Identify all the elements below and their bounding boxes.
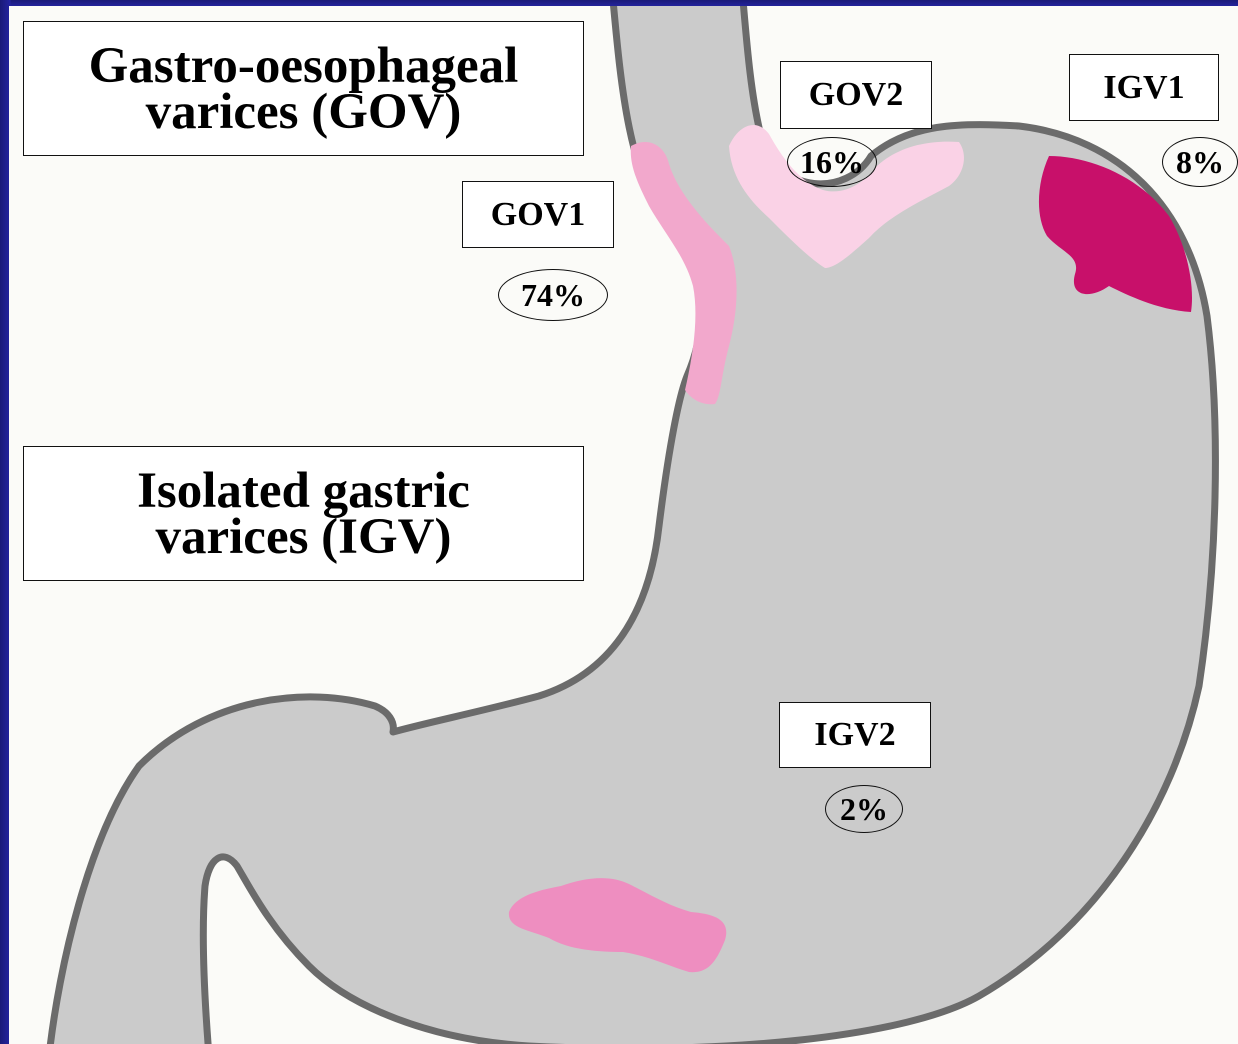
gov-heading-line2: varices (GOV)	[24, 89, 583, 135]
gov-heading-line1: Gastro-oesophageal	[24, 43, 583, 89]
igv-heading-box: Isolated gastric varices (IGV)	[23, 446, 584, 581]
gov1-percent: 74%	[498, 269, 608, 321]
gov1-label: GOV1	[462, 181, 614, 248]
igv-heading-line1: Isolated gastric	[24, 468, 583, 514]
igv2-label: IGV2	[779, 702, 931, 768]
gov2-percent: 16%	[787, 137, 877, 187]
igv1-percent: 8%	[1162, 137, 1238, 187]
igv1-label: IGV1	[1069, 54, 1219, 121]
gov2-label: GOV2	[780, 61, 932, 129]
igv-heading-line2: varices (IGV)	[24, 514, 583, 560]
gov-heading-box: Gastro-oesophageal varices (GOV)	[23, 21, 584, 156]
igv2-percent: 2%	[825, 785, 903, 833]
diagram-canvas: Gastro-oesophageal varices (GOV) Isolate…	[9, 6, 1238, 1044]
